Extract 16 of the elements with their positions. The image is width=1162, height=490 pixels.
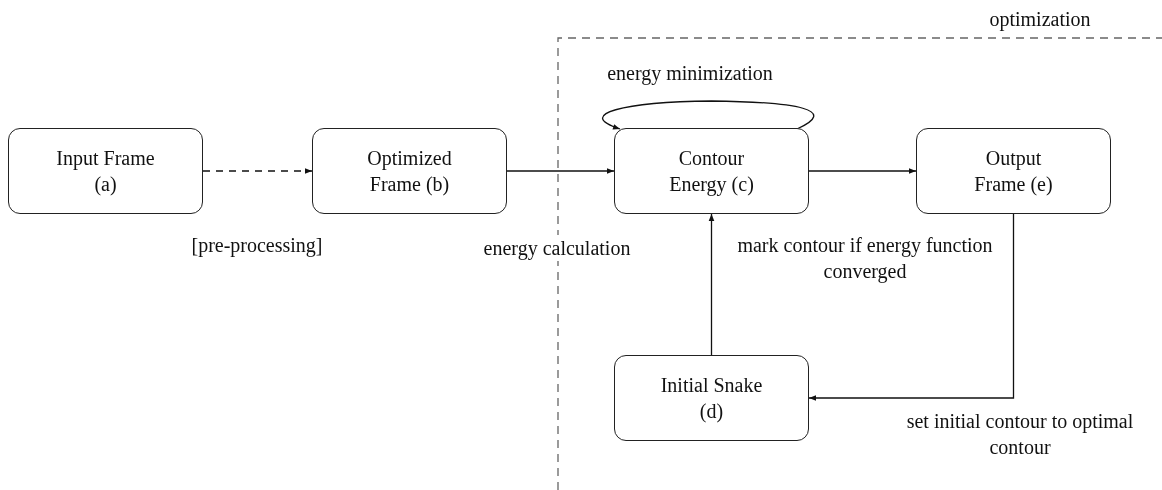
- box-text: Contour Energy (c): [668, 146, 755, 197]
- process-box: [614, 128, 809, 214]
- box-text: Initial Snake (d): [659, 373, 764, 424]
- process-box: [916, 128, 1111, 214]
- arrow: [202, 168, 313, 174]
- box-text: Optimized Frame (b): [366, 146, 453, 197]
- arrow: [808, 168, 917, 174]
- box-text: Output Frame (e): [973, 146, 1054, 197]
- process-box: [312, 128, 507, 214]
- process-box: [614, 355, 809, 441]
- arrow: [708, 213, 715, 356]
- arrow: [601, 100, 815, 130]
- process-box: [8, 128, 203, 214]
- box-text: Input Frame (a): [55, 146, 156, 197]
- arrow: [808, 213, 1015, 401]
- arrow: [506, 168, 615, 174]
